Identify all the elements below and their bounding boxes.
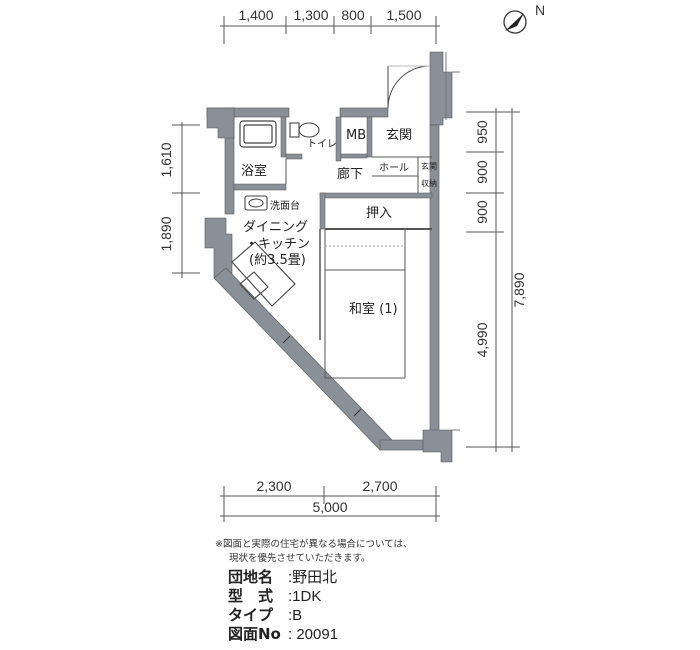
compass-icon: [503, 10, 527, 34]
entrance-label: 玄関: [386, 128, 412, 143]
bottom-dimension: [220, 486, 440, 522]
toilet-label: トイレ: [307, 139, 337, 150]
info-value: :1DK: [288, 588, 322, 605]
top-dim-1: 1,400: [238, 7, 273, 23]
bottom-dim-2: 2,700: [362, 478, 397, 494]
mb-label: MB: [346, 128, 366, 143]
dk-label-2: ・キッチン: [245, 237, 310, 252]
right-dim-900a: 900: [474, 160, 490, 184]
outer-walls: [204, 51, 453, 463]
right-dim-4990: 4,990: [474, 322, 490, 357]
info-key: 団地名: [228, 568, 274, 586]
info-key: 型 式: [228, 587, 274, 605]
property-info: 団地名 :野田北 型 式 :1DK タイプ :B 図面No : 20091: [228, 568, 338, 644]
bottom-dim-1: 2,300: [256, 478, 291, 494]
top-dim-4: 1,500: [386, 7, 421, 23]
washitsu-label: 和室 (1): [349, 301, 398, 317]
dk-label-1: ダイニング: [243, 220, 308, 235]
top-dim-2: 1,300: [293, 7, 328, 23]
bathroom-label: 浴室: [241, 163, 267, 179]
info-row-danchi: 団地名 :野田北: [228, 568, 338, 587]
info-row-drawing-no: 図面No : 20091: [228, 625, 338, 644]
top-dim-3: 800: [341, 7, 365, 23]
disclaimer-line-1: ※図面と実際の住宅が異なる場合については、: [215, 539, 413, 550]
toilet-icon: [289, 122, 320, 138]
info-row-type: 型 式 :1DK: [228, 587, 338, 606]
hall-label: ホール: [379, 162, 409, 174]
info-value: : 20091: [288, 626, 339, 643]
compass-label: N: [535, 2, 545, 18]
entrance-storage-label-2: 収納: [421, 178, 437, 188]
info-key: 図面No: [228, 625, 281, 643]
kitchen-counter-icon: [231, 241, 296, 307]
entrance-door: [387, 65, 431, 109]
info-row-variant: タイプ :B: [228, 606, 338, 625]
top-dimension: [220, 16, 440, 44]
info-value: :野田北: [288, 569, 338, 586]
bathtub-icon: [239, 120, 277, 148]
disclaimer-note: ※図面と実際の住宅が異なる場合については、 現状を優先させていただきます。: [215, 538, 655, 566]
info-value: :B: [288, 607, 303, 624]
washbasin-label: 洗面台: [270, 199, 300, 212]
closet-label: 押入: [366, 206, 392, 221]
window-marks: [282, 335, 362, 417]
balcony-edge: [445, 52, 460, 431]
disclaimer-line-2: 現状を優先させていただきます。: [229, 553, 371, 564]
info-key: タイプ: [228, 606, 274, 624]
left-dimension: [172, 122, 200, 278]
entrance-storage-label-1: 玄関: [421, 161, 437, 171]
partition-lines: [285, 156, 432, 379]
bottom-dim-total: 5,000: [312, 499, 347, 515]
dk-label-3: (約3.5畳): [249, 253, 306, 268]
right-dim-950: 950: [474, 120, 490, 144]
right-dim-total: 7,890: [511, 272, 527, 307]
left-dim-2: 1,890: [158, 216, 174, 251]
left-dim-1: 1,610: [158, 142, 174, 177]
washbasin-icon: [244, 195, 268, 211]
interior-walls: [233, 116, 433, 230]
right-dim-900b: 900: [474, 200, 490, 224]
right-dimension: [466, 108, 520, 452]
corridor-label: 廊下: [337, 166, 363, 182]
